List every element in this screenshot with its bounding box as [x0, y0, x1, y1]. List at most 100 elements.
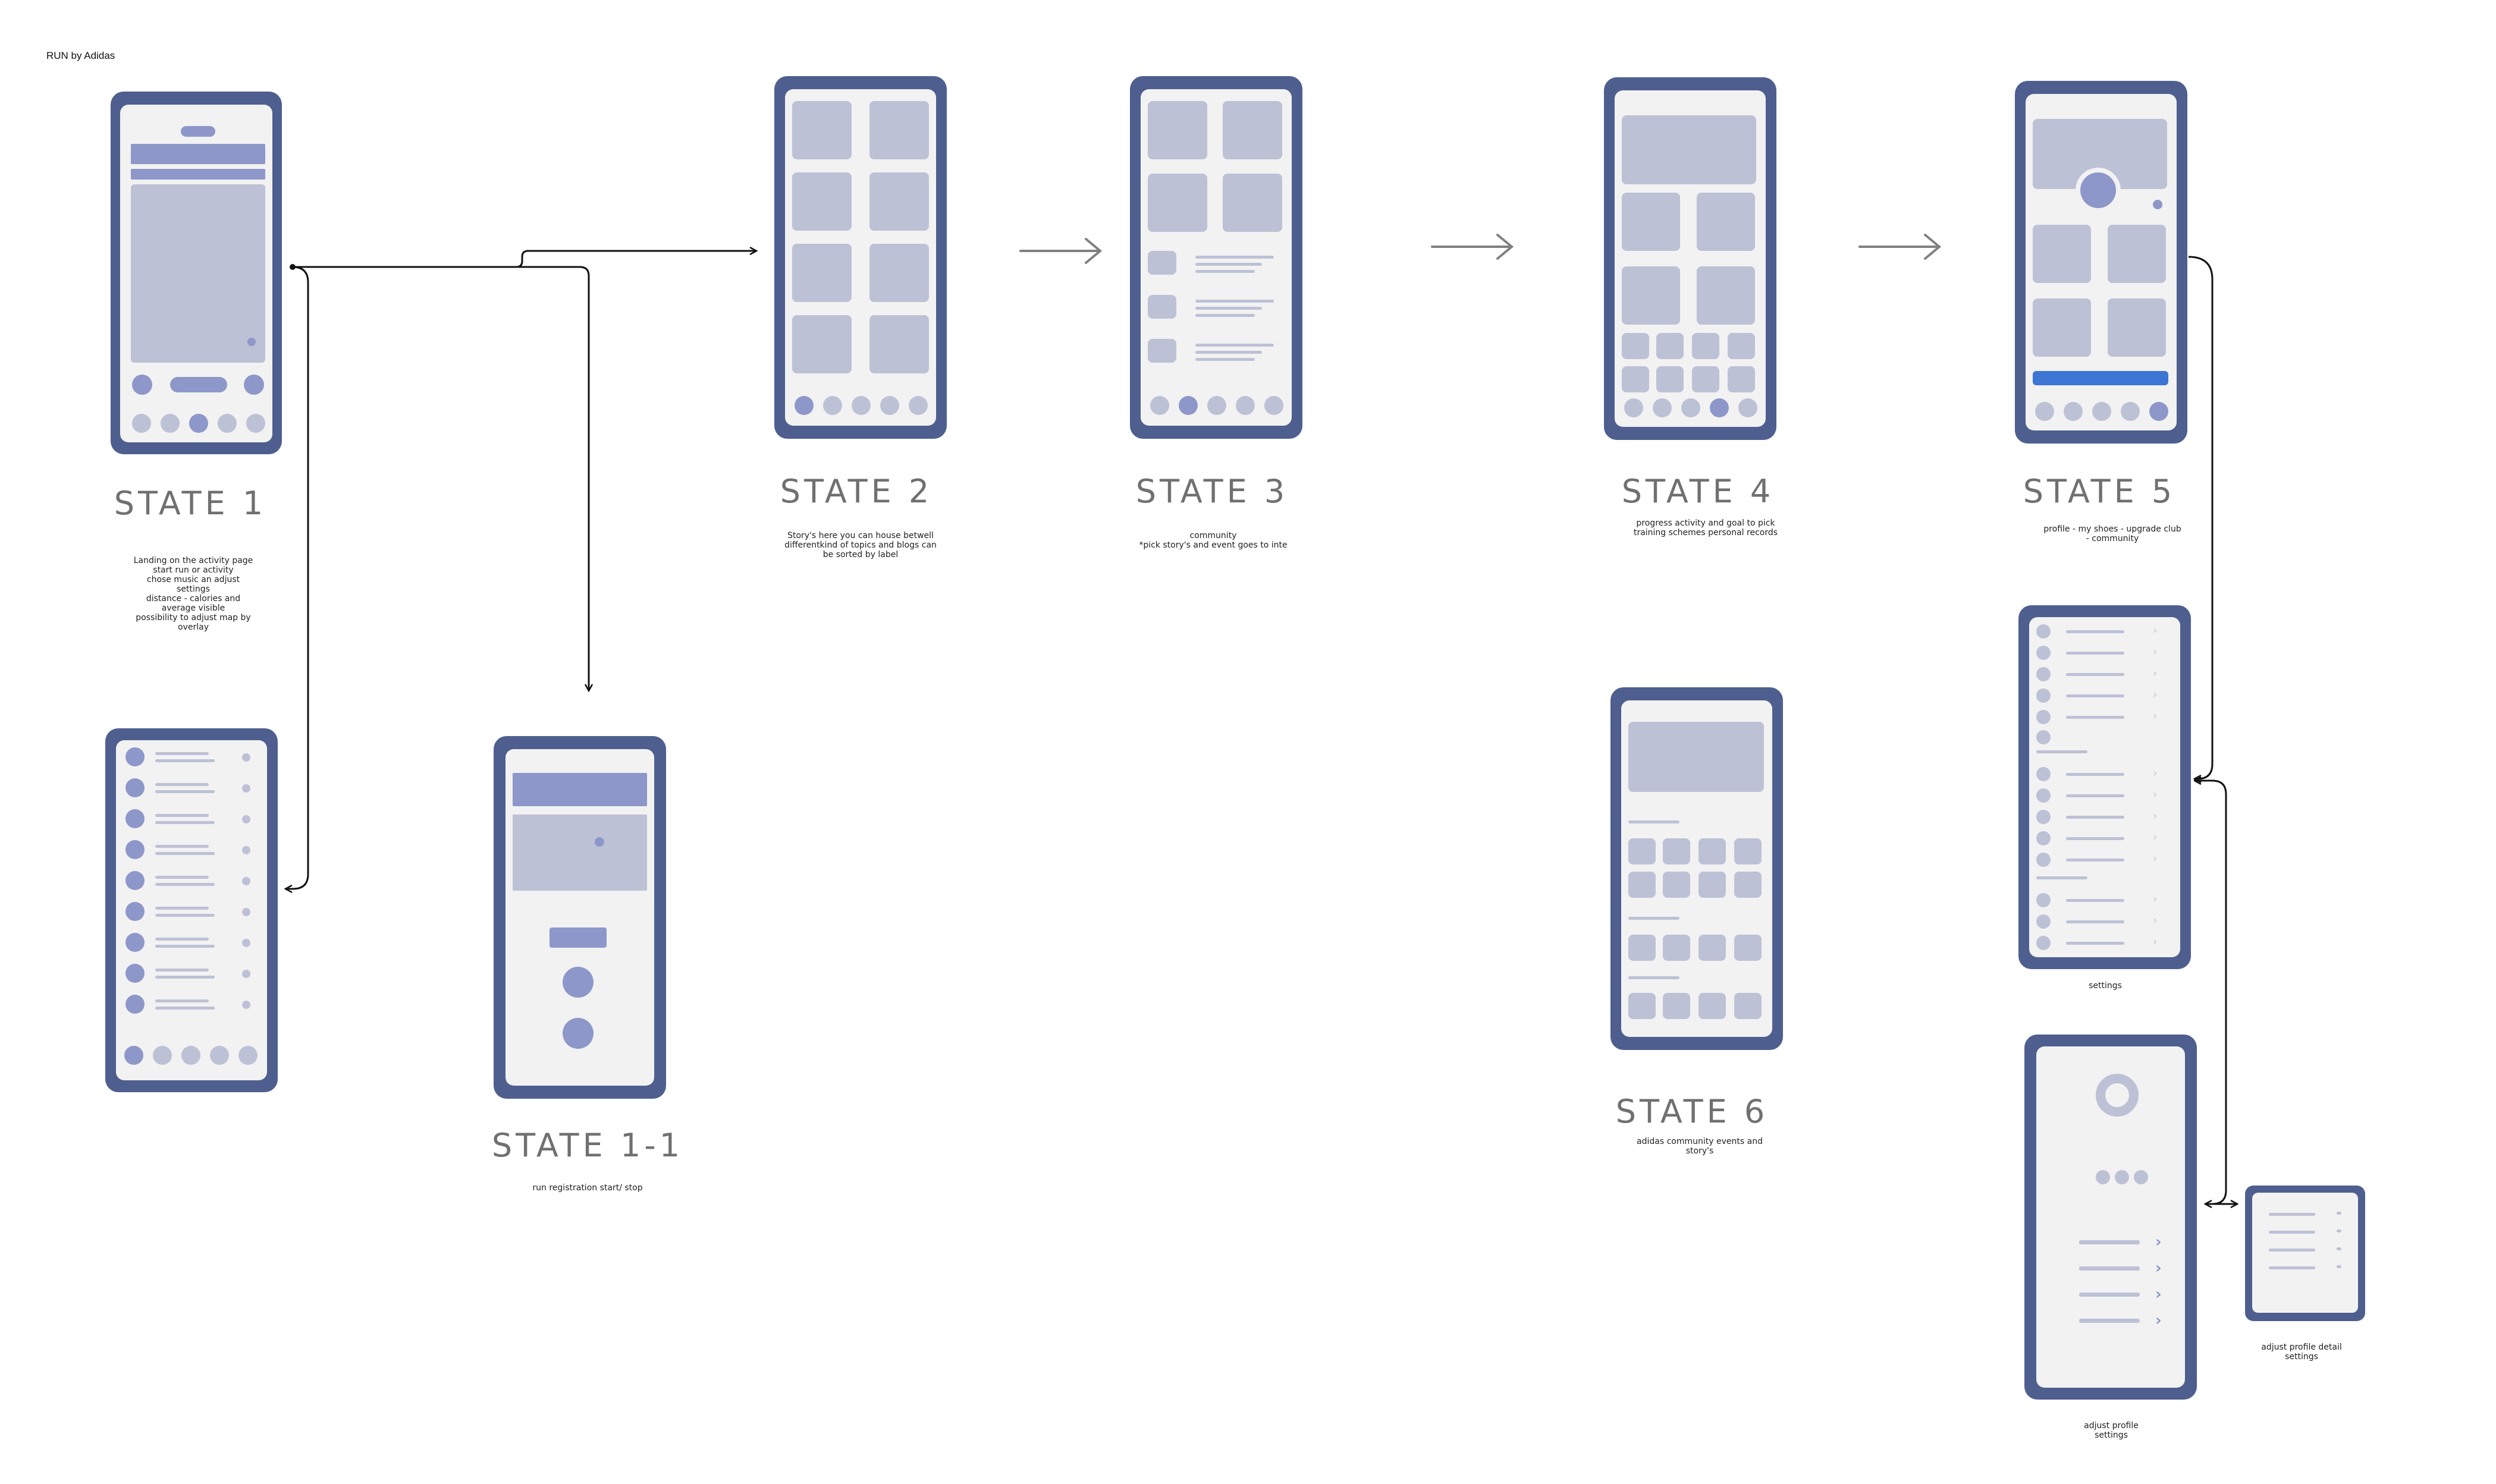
community-tile[interactable] — [1148, 174, 1207, 232]
chevron-right-icon[interactable]: › — [2155, 1312, 2162, 1329]
story-tile[interactable] — [792, 244, 852, 302]
story-tile[interactable] — [1628, 993, 1656, 1019]
nav-dot-3[interactable] — [1207, 396, 1226, 415]
nav-dot-4[interactable] — [218, 414, 237, 433]
event-tile[interactable] — [1663, 838, 1690, 864]
event-tile[interactable] — [1663, 872, 1690, 898]
settings-button[interactable] — [244, 375, 264, 395]
story-tile[interactable] — [869, 101, 929, 159]
record-tile[interactable] — [1656, 333, 1684, 359]
record-tile[interactable] — [1622, 366, 1649, 392]
community-tile[interactable] — [1223, 174, 1282, 232]
nav-dot-1[interactable] — [2035, 402, 2054, 421]
story-tile[interactable] — [1663, 935, 1690, 961]
event-tile[interactable] — [1628, 838, 1656, 864]
chevron-right-icon[interactable]: › — [2153, 810, 2158, 822]
story-tile[interactable] — [792, 315, 852, 373]
record-tile[interactable] — [1692, 333, 1719, 359]
record-tile[interactable] — [1656, 366, 1684, 392]
event-tile[interactable] — [1628, 872, 1656, 898]
state5-phone[interactable] — [2015, 81, 2187, 444]
nav-dot-4[interactable] — [210, 1046, 229, 1065]
chevron-right-icon[interactable]: › — [2153, 688, 2158, 701]
nav-dot-1[interactable] — [1150, 396, 1169, 415]
shoe-tile[interactable] — [2108, 225, 2166, 283]
music-button[interactable] — [132, 375, 152, 395]
profile-avatar[interactable] — [2076, 168, 2121, 213]
chevron-right-icon[interactable]: › — [2153, 624, 2158, 637]
event-thumb[interactable] — [1148, 339, 1176, 363]
activity-list-phone[interactable] — [105, 728, 278, 1092]
chevron-right-icon[interactable]: › — [2153, 853, 2158, 865]
record-tile[interactable] — [1728, 333, 1755, 359]
nav-dot-2-active[interactable] — [1179, 396, 1198, 415]
story-tile[interactable] — [1698, 935, 1726, 961]
event-tile[interactable] — [1734, 872, 1762, 898]
nav-dot-5-active[interactable] — [2149, 402, 2168, 421]
chevron-right-icon[interactable]: › — [2155, 1285, 2162, 1303]
nav-dot-2[interactable] — [2064, 402, 2083, 421]
state3-phone[interactable] — [1130, 76, 1302, 439]
adjust-profile-phone[interactable]: › › › › — [2024, 1035, 2197, 1400]
profile-ring[interactable] — [2096, 1074, 2139, 1117]
story-tile[interactable] — [1698, 993, 1726, 1019]
start-button[interactable] — [170, 377, 227, 392]
nav-dot-4[interactable] — [2121, 402, 2140, 421]
state4-phone[interactable] — [1604, 77, 1776, 440]
start-button[interactable] — [563, 967, 594, 998]
community-tile[interactable] — [1223, 101, 1282, 159]
record-tile[interactable] — [1728, 366, 1755, 392]
upgrade-club-button[interactable] — [2033, 371, 2168, 385]
state1-phone[interactable] — [111, 92, 282, 454]
nav-dot-3[interactable] — [181, 1046, 200, 1065]
community-tile[interactable] — [1148, 101, 1207, 159]
goal-tile[interactable] — [1622, 193, 1680, 251]
nav-dot-4[interactable] — [880, 396, 899, 415]
nav-dot-3[interactable] — [1681, 398, 1700, 417]
nav-dot-2[interactable] — [823, 396, 842, 415]
nav-dot-2[interactable] — [161, 414, 180, 433]
nav-dot-5[interactable] — [238, 1046, 258, 1065]
event-tile[interactable] — [1698, 838, 1726, 864]
nav-dot-2[interactable] — [1653, 398, 1672, 417]
story-tile[interactable] — [792, 101, 852, 159]
nav-dot-5[interactable] — [1738, 398, 1757, 417]
event-tile[interactable] — [1734, 838, 1762, 864]
chevron-right-icon[interactable]: › — [2153, 914, 2158, 927]
story-tile[interactable] — [869, 172, 929, 231]
chevron-right-icon[interactable]: › — [2153, 788, 2158, 801]
nav-dot-1[interactable] — [132, 414, 151, 433]
event-banner[interactable] — [1628, 722, 1764, 792]
club-tile[interactable] — [2108, 298, 2166, 357]
story-tile[interactable] — [869, 315, 929, 373]
record-tile[interactable] — [1692, 366, 1719, 392]
adjust-profile-detail-phone[interactable] — [2245, 1186, 2365, 1321]
chevron-right-icon[interactable]: › — [2153, 893, 2158, 906]
map-overlay[interactable] — [131, 184, 265, 363]
story-tile[interactable] — [869, 244, 929, 302]
nav-dot-3[interactable] — [852, 396, 871, 415]
chevron-right-icon[interactable]: › — [2153, 767, 2158, 779]
nav-dot-5[interactable] — [1264, 396, 1283, 415]
story-tile[interactable] — [1663, 993, 1690, 1019]
goal-tile[interactable] — [1697, 266, 1755, 325]
nav-dot-3[interactable] — [2092, 402, 2111, 421]
goal-tile[interactable] — [1622, 266, 1680, 325]
progress-banner[interactable] — [1622, 115, 1756, 184]
nav-dot-4[interactable] — [1236, 396, 1255, 415]
event-thumb[interactable] — [1148, 295, 1176, 319]
nav-dot-1-active[interactable] — [795, 396, 814, 415]
event-thumb[interactable] — [1148, 251, 1176, 275]
goal-tile[interactable] — [1697, 193, 1755, 251]
nav-dot-1[interactable] — [1624, 398, 1643, 417]
record-tile[interactable] — [1622, 333, 1649, 359]
chevron-right-icon[interactable]: › — [2153, 831, 2158, 844]
nav-dot-5[interactable] — [909, 396, 928, 415]
nav-dot-1-active[interactable] — [124, 1046, 143, 1065]
shoe-tile[interactable] — [2033, 225, 2091, 283]
chevron-right-icon[interactable]: › — [2155, 1233, 2162, 1251]
chevron-right-icon[interactable]: › — [2155, 1259, 2162, 1277]
state1-1-phone[interactable] — [494, 736, 666, 1099]
state6-phone[interactable] — [1610, 687, 1783, 1050]
settings-phone[interactable]: › › › › › › › › › — [2018, 605, 2191, 969]
